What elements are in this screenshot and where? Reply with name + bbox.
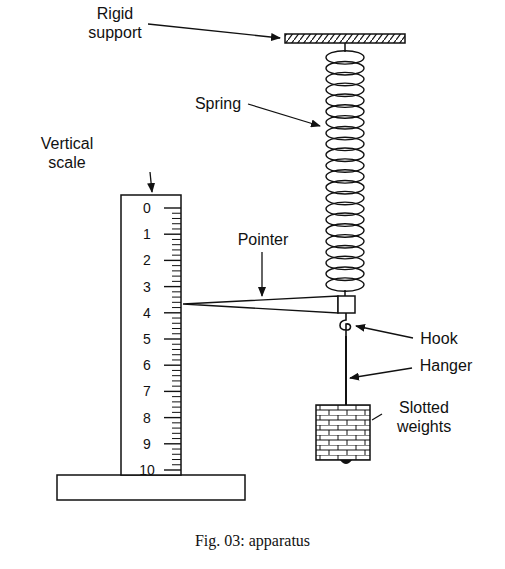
pointer bbox=[183, 296, 338, 313]
hook bbox=[340, 313, 351, 336]
scale-number: 3 bbox=[132, 279, 162, 295]
scale-tick bbox=[172, 328, 181, 329]
leader-arrow bbox=[148, 24, 280, 38]
scale-tick bbox=[172, 354, 181, 355]
scale-tick bbox=[164, 469, 181, 470]
scale-tick bbox=[172, 302, 181, 303]
hanger bbox=[345, 336, 347, 405]
scale-number: 7 bbox=[132, 383, 162, 399]
leader-arrow bbox=[261, 252, 262, 296]
scale-tick bbox=[172, 386, 181, 387]
scale-number: 0 bbox=[132, 200, 162, 216]
scale-ticks bbox=[164, 208, 181, 470]
scale-tick bbox=[172, 433, 181, 434]
scale-tick bbox=[172, 228, 181, 229]
leader-arrow bbox=[248, 104, 320, 126]
part-label: Vertical scale bbox=[22, 134, 112, 172]
scale-tick bbox=[172, 281, 181, 282]
part-label: Rigid support bbox=[82, 4, 148, 42]
scale-tick bbox=[164, 365, 181, 366]
leader-arrow bbox=[350, 368, 412, 378]
scale-tick bbox=[172, 375, 181, 376]
scale-tick bbox=[172, 438, 181, 439]
scale-tick bbox=[164, 233, 181, 234]
scale-tick bbox=[172, 291, 181, 292]
scale-tick bbox=[164, 312, 181, 313]
vertical-scale bbox=[121, 195, 181, 475]
scale-tick bbox=[164, 391, 181, 392]
spring-coil bbox=[326, 51, 364, 292]
scale-number: 10 bbox=[132, 462, 162, 478]
part-label: Hanger bbox=[414, 356, 478, 375]
scale-tick bbox=[172, 380, 181, 381]
scale-tick bbox=[172, 349, 181, 350]
part-label: Slotted weights bbox=[384, 398, 464, 436]
scale-tick bbox=[172, 307, 181, 308]
scale-tick bbox=[172, 213, 181, 214]
scale-tick bbox=[164, 207, 181, 208]
rigid-support bbox=[285, 34, 405, 43]
scale-tick bbox=[172, 422, 181, 423]
scale-number: 9 bbox=[132, 436, 162, 452]
part-label: Spring bbox=[188, 94, 248, 113]
scale-tick bbox=[172, 318, 181, 319]
scale-tick bbox=[172, 270, 181, 271]
scale-tick bbox=[172, 276, 181, 277]
scale-tick bbox=[172, 255, 181, 256]
scale-tick bbox=[172, 428, 181, 429]
pointer-clamp bbox=[338, 296, 355, 313]
scale-tick bbox=[172, 454, 181, 455]
scale-tick bbox=[172, 265, 181, 266]
scale-tick bbox=[172, 323, 181, 324]
scale-tick bbox=[172, 396, 181, 397]
scale-tick bbox=[164, 443, 181, 444]
scale-tick bbox=[172, 401, 181, 402]
scale-tick bbox=[164, 260, 181, 261]
scale-tick bbox=[164, 338, 181, 339]
scale-number: 4 bbox=[132, 305, 162, 321]
scale-tick bbox=[172, 218, 181, 219]
scale-number: 6 bbox=[132, 357, 162, 373]
scale-tick bbox=[172, 359, 181, 360]
scale-number: 8 bbox=[132, 410, 162, 426]
scale-tick bbox=[172, 244, 181, 245]
scale-tick bbox=[164, 417, 181, 418]
scale-number: 1 bbox=[132, 226, 162, 242]
scale-number: 5 bbox=[132, 331, 162, 347]
scale-tick bbox=[172, 407, 181, 408]
part-label: Hook bbox=[414, 329, 464, 348]
scale-tick bbox=[172, 464, 181, 465]
coil-winding bbox=[326, 278, 364, 291]
scale-tick bbox=[172, 239, 181, 240]
hanger-base bbox=[340, 460, 352, 464]
scale-tick bbox=[172, 223, 181, 224]
leader-arrow bbox=[150, 172, 152, 192]
scale-number: 2 bbox=[132, 252, 162, 268]
figure-caption: Fig. 03: apparatus bbox=[0, 531, 505, 550]
scale-tick bbox=[172, 459, 181, 460]
scale-tick bbox=[172, 412, 181, 413]
scale-tick bbox=[172, 449, 181, 450]
scale-tick bbox=[164, 286, 181, 287]
leader-line bbox=[372, 414, 382, 420]
slotted-weights bbox=[316, 405, 370, 460]
scale-tick bbox=[172, 370, 181, 371]
scale-tick bbox=[172, 344, 181, 345]
part-label: Pointer bbox=[228, 230, 298, 249]
scale-tick bbox=[172, 249, 181, 250]
scale-base bbox=[57, 475, 245, 500]
leader-arrow bbox=[356, 326, 413, 338]
scale-tick bbox=[172, 333, 181, 334]
scale-tick bbox=[172, 297, 181, 298]
